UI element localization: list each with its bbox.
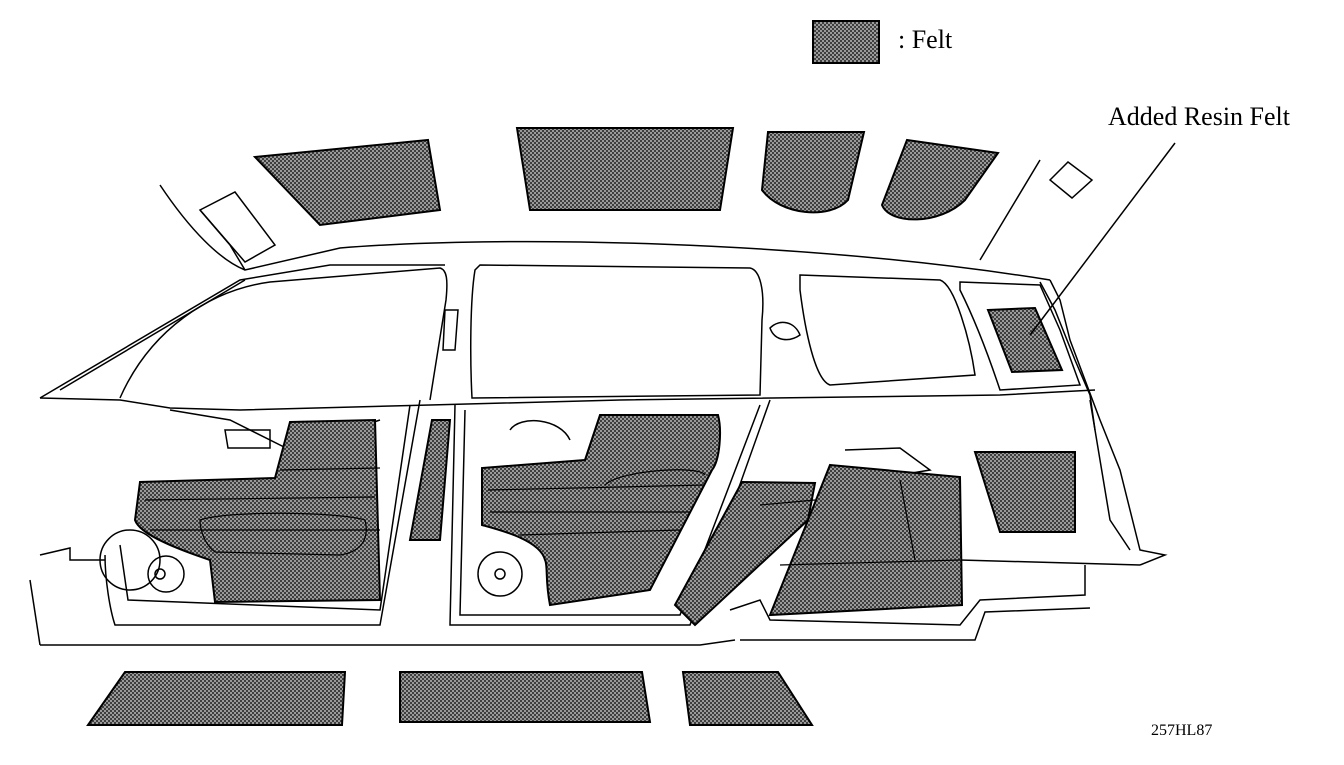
felt-floor-front: [86, 671, 347, 726]
felt-rear-window-panel: [973, 451, 1076, 533]
felt-b-pillar: [408, 419, 452, 541]
felt-legend-swatch: [812, 20, 880, 64]
felt-legend-label: : Felt: [898, 25, 953, 54]
trim-lines: [144, 467, 961, 566]
felt-headliner-center-2: [760, 131, 866, 214]
felt-added-resin: [986, 306, 1064, 374]
felt-floor-rear: [681, 671, 814, 726]
felt-floor-center: [399, 671, 652, 723]
felt-headliner-center-1: [515, 127, 735, 211]
felt-front-door: [133, 418, 382, 604]
felt-rear-door: [481, 414, 721, 607]
callout-leader-line: [1029, 142, 1176, 336]
body-outline: [29, 159, 1168, 646]
felt-rear-pillar: [673, 480, 817, 627]
crosshatch-dot-pattern: [814, 22, 878, 62]
figure-code: 257HL87: [1151, 722, 1213, 739]
felt-pieces: [86, 127, 1076, 726]
felt-headliner-front: [252, 138, 442, 227]
added-resin-felt-label: Added Resin Felt: [1108, 102, 1290, 131]
felt-headliner-rear: [880, 138, 1000, 221]
